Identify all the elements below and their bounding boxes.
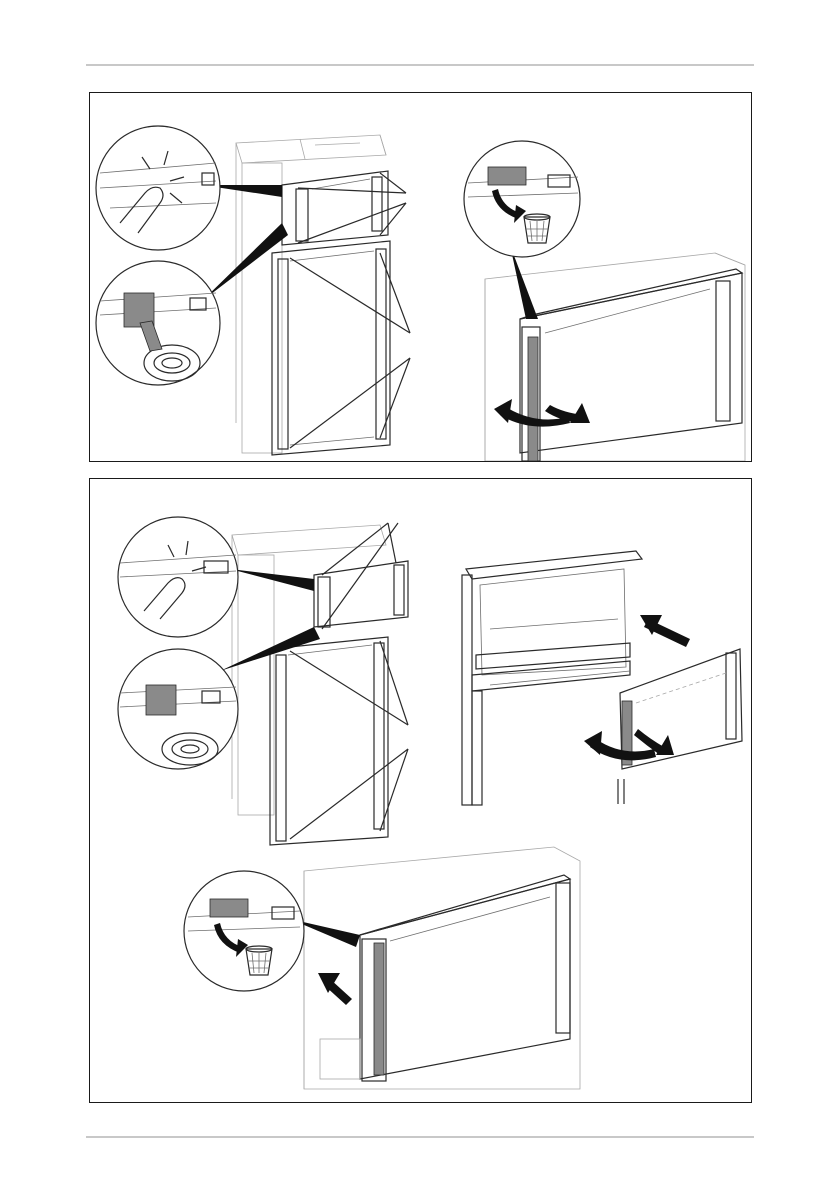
rotate-arrow-icon bbox=[494, 399, 590, 427]
fridge-door-left-bottom bbox=[270, 637, 388, 845]
callout-sealing-tape bbox=[96, 223, 288, 385]
figure-bottom-svg bbox=[90, 479, 751, 1102]
insert-arrow-icon bbox=[640, 615, 690, 647]
callout-sealing-tape-bottom bbox=[118, 627, 320, 769]
callout-press-pin bbox=[96, 126, 282, 250]
callout-press-pin-bottom bbox=[118, 517, 314, 637]
fridge-body-left-bottom bbox=[232, 525, 386, 815]
insert-arrow-icon-2 bbox=[318, 973, 352, 1005]
fridge-reassembled-bottom bbox=[304, 847, 580, 1089]
figure-panel-top bbox=[89, 92, 752, 462]
fridge-body-left bbox=[236, 135, 386, 453]
footer-rule bbox=[86, 1136, 754, 1138]
fridge-door-left bbox=[272, 241, 390, 455]
header-rule bbox=[86, 64, 754, 66]
figure-top-svg bbox=[90, 93, 751, 461]
freezer-door-detached bbox=[620, 649, 742, 769]
freezer-compartment-open bbox=[462, 551, 642, 805]
freezer-door-left bbox=[282, 171, 388, 245]
callout-remove-cover-top bbox=[464, 141, 580, 319]
leader-lines-bottom bbox=[290, 523, 408, 839]
figure-panel-bottom bbox=[89, 478, 752, 1103]
